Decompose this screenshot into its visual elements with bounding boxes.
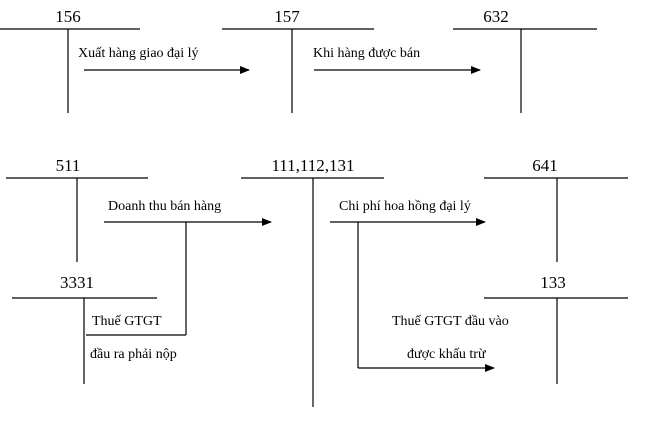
t-account-3331: 3331 — [12, 273, 157, 384]
flow-consign: Xuất hàng giao đại lý — [78, 46, 250, 74]
account-157-label: 157 — [274, 7, 300, 26]
account-632-label: 632 — [483, 7, 509, 26]
flow-commission-label: Chi phí hoa hồng đại lý — [339, 199, 471, 214]
account-511-label: 511 — [56, 156, 81, 175]
flow-commission: Chi phí hoa hồng đại lý — [330, 199, 486, 226]
t-account-632: 632 — [453, 7, 597, 113]
flow-output-vat: Thuế GTGT đầu ra phải nộp — [86, 222, 187, 362]
t-account-511: 511 — [6, 156, 148, 262]
t-account-111-112-131: 111,112,131 — [241, 156, 384, 407]
account-3331-label: 3331 — [60, 273, 94, 292]
flow-revenue: Doanh thu bán hàng — [104, 199, 272, 226]
flow-output-vat-label-line2: đầu ra phải nộp — [90, 347, 177, 362]
flow-consign-label: Xuất hàng giao đại lý — [78, 46, 199, 61]
t-account-156: 156 — [0, 7, 140, 113]
t-account-157: 157 — [222, 7, 374, 113]
account-156-label: 156 — [55, 7, 81, 26]
account-133-label: 133 — [540, 273, 566, 292]
flow-sold: Khi hàng được bán — [313, 46, 481, 74]
flow-input-vat: Thuế GTGT đầu vào được khấu trừ — [357, 222, 509, 372]
flow-revenue-label: Doanh thu bán hàng — [108, 199, 221, 214]
flow-output-vat-label-line1: Thuế GTGT — [92, 314, 162, 329]
t-account-641: 641 — [484, 156, 628, 262]
account-111-112-131-label: 111,112,131 — [271, 156, 354, 175]
account-641-label: 641 — [532, 156, 558, 175]
t-account-133: 133 — [484, 273, 628, 384]
flow-sold-label: Khi hàng được bán — [313, 46, 420, 61]
flow-input-vat-label-line1: Thuế GTGT đầu vào — [392, 314, 509, 329]
flow-input-vat-label-line2: được khấu trừ — [407, 347, 486, 362]
